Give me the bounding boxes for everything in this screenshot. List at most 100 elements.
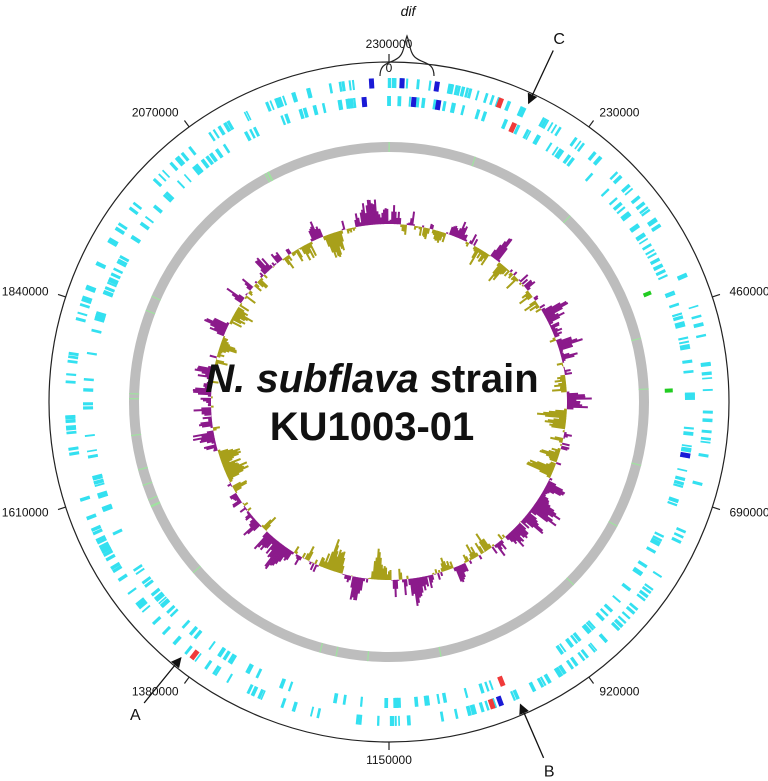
gc-skew-bar bbox=[345, 574, 349, 580]
cds-reverse-mark bbox=[247, 664, 254, 675]
cds-forward-mark bbox=[464, 87, 470, 98]
tick-label: 1150000 bbox=[366, 753, 412, 767]
cds-reverse-mark bbox=[674, 323, 686, 329]
gc-skew-bar bbox=[474, 542, 483, 555]
gc-skew-bar bbox=[260, 268, 267, 275]
gc-skew-bar bbox=[554, 383, 567, 388]
cds-reverse-mark bbox=[554, 148, 563, 159]
gc-skew-bar bbox=[538, 496, 550, 505]
gc-skew-bar bbox=[441, 232, 445, 238]
gc-skew-bar bbox=[472, 245, 477, 250]
gc-skew-bar bbox=[539, 450, 559, 458]
red-feature-mark bbox=[495, 97, 505, 109]
gc-skew-bar bbox=[493, 265, 505, 278]
cds-reverse-mark bbox=[562, 154, 572, 165]
cds-forward-mark bbox=[79, 302, 91, 309]
gc-skew-bar bbox=[542, 302, 561, 314]
gc-skew-bar bbox=[468, 553, 474, 560]
cds-forward-mark bbox=[550, 124, 558, 134]
gc-skew-bar bbox=[333, 549, 342, 572]
gc-skew-bar bbox=[232, 481, 242, 488]
backbone-tick bbox=[638, 388, 649, 391]
gc-skew-bar bbox=[217, 449, 221, 453]
cds-reverse-mark bbox=[672, 315, 684, 322]
gc-skew-bar bbox=[357, 217, 361, 227]
gc-skew-bar bbox=[322, 236, 327, 241]
gc-skew-bar bbox=[351, 576, 358, 598]
cds-forward-mark bbox=[107, 238, 118, 248]
gc-skew-bar bbox=[513, 271, 518, 276]
gc-skew-bar bbox=[558, 343, 573, 350]
gc-skew-bar bbox=[263, 274, 268, 279]
gc-skew-bar bbox=[451, 225, 458, 237]
cds-forward-mark bbox=[612, 174, 623, 185]
gc-skew-bar bbox=[424, 228, 429, 240]
gc-skew-bar bbox=[478, 554, 483, 560]
gc-skew-bar bbox=[360, 209, 366, 226]
gc-skew-bar bbox=[243, 521, 259, 536]
gc-skew-bar bbox=[556, 338, 573, 345]
cds-reverse-mark bbox=[176, 180, 186, 189]
tick-label: 1840000 bbox=[2, 284, 49, 298]
cds-forward-mark bbox=[223, 121, 232, 133]
gc-skew-bar bbox=[539, 495, 550, 503]
gc-skew-bar bbox=[327, 234, 338, 258]
gc-skew-bar bbox=[325, 551, 334, 570]
cds-forward-mark bbox=[260, 690, 266, 701]
gc-skew-bar bbox=[235, 309, 246, 317]
gc-skew-bar bbox=[350, 576, 355, 588]
gc-skew-bar bbox=[271, 546, 287, 566]
tick-label-layer: 2300004600006900009200001150000138000016… bbox=[2, 37, 768, 767]
gc-skew-bar bbox=[295, 554, 299, 557]
marker-label: B bbox=[544, 764, 555, 781]
cds-forward-mark bbox=[702, 377, 713, 380]
cds-forward-mark bbox=[250, 685, 259, 697]
gc-skew-bar bbox=[439, 231, 444, 241]
cds-forward-mark bbox=[292, 91, 299, 103]
cds-reverse-mark bbox=[347, 98, 353, 109]
cds-reverse-mark bbox=[683, 426, 694, 430]
gc-skew-bar bbox=[425, 575, 430, 587]
cds-forward-mark bbox=[448, 83, 453, 95]
gc-skew-bar bbox=[471, 247, 479, 259]
gc-skew-bar bbox=[524, 301, 538, 312]
cds-forward-mark bbox=[569, 136, 578, 147]
gc-skew-bar bbox=[525, 514, 539, 526]
gc-skew-bar bbox=[307, 242, 312, 249]
cds-reverse-mark bbox=[95, 312, 106, 320]
gc-skew-bar bbox=[197, 392, 212, 396]
blue-feature-mark bbox=[495, 695, 505, 707]
cds-reverse-mark bbox=[117, 258, 128, 266]
cds-forward-mark bbox=[636, 593, 646, 602]
gc-skew-bar bbox=[561, 354, 575, 360]
cds-forward-mark bbox=[158, 173, 167, 182]
gc-skew-bar bbox=[293, 546, 300, 554]
gc-skew-bar bbox=[475, 552, 479, 557]
gc-skew-bar bbox=[221, 458, 233, 464]
backbone-tick bbox=[142, 481, 153, 486]
gc-skew-bar bbox=[263, 536, 275, 549]
cds-reverse-mark bbox=[97, 492, 109, 499]
cds-forward-mark bbox=[77, 311, 88, 317]
tick-label: 230000 bbox=[599, 105, 639, 119]
gc-skew-bar bbox=[539, 469, 552, 477]
cds-reverse-mark bbox=[93, 478, 105, 485]
cds-reverse-mark bbox=[667, 500, 678, 507]
gc-skew-bar bbox=[462, 554, 468, 563]
gc-skew-bar bbox=[404, 224, 408, 235]
gc-skew-bar bbox=[231, 317, 242, 325]
gc-skew-bar bbox=[549, 321, 560, 328]
gc-skew-bar bbox=[557, 338, 583, 348]
cds-reverse-mark bbox=[679, 343, 691, 350]
cds-forward-mark bbox=[639, 206, 649, 215]
gc-skew-bar bbox=[192, 434, 215, 442]
cds-forward-mark bbox=[108, 237, 119, 245]
cds-reverse-mark bbox=[683, 370, 694, 374]
gc-skew-bar bbox=[535, 305, 540, 310]
gc-skew-bar bbox=[521, 284, 524, 287]
gc-skew-bar bbox=[219, 346, 237, 354]
gc-skew-bar bbox=[204, 318, 227, 331]
cds-forward-mark bbox=[338, 81, 343, 92]
gc-skew-bar bbox=[532, 461, 554, 473]
backbone-tick bbox=[608, 520, 618, 527]
